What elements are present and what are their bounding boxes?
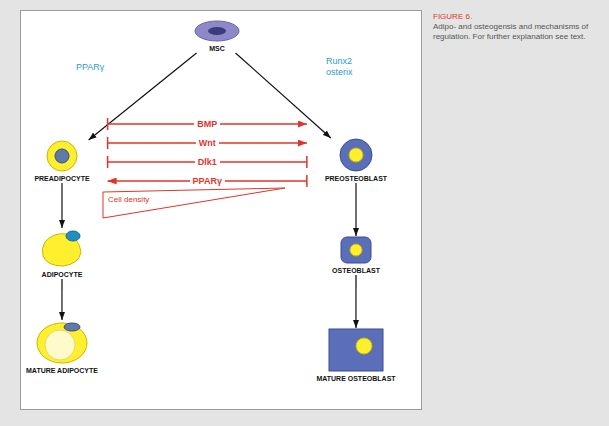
regulator-label: Wnt [196, 138, 219, 149]
osteoblast-cell: OSTEOBLAST [332, 236, 380, 275]
preosteoblast-cell: PREOSTEOBLAST [325, 138, 387, 183]
cell-density-wedge [103, 188, 285, 218]
cell-label: OSTEOBLAST [332, 266, 380, 275]
regulator-label: Dlk1 [195, 157, 220, 168]
inhibition-bar [306, 156, 308, 168]
inhibition-bar [107, 156, 109, 168]
preadipocyte-cell: PREADIPOCYTE [34, 140, 89, 183]
cell-label: MATURE OSTEOBLAST [316, 374, 395, 383]
transcription-factor-label: PPARγ [76, 62, 116, 73]
cell-shape [328, 328, 384, 372]
regulator-label: BMP [194, 119, 220, 130]
inhibition-bar [107, 118, 109, 130]
cell-label: PREOSTEOBLAST [325, 174, 387, 183]
differentiation-arrow [355, 275, 356, 328]
differentiation-arrow [355, 183, 356, 236]
cell-label: MATURE ADIPOCYTE [26, 366, 98, 375]
cell-shape [340, 236, 372, 264]
cell-shape [46, 140, 78, 172]
stem-cell: MSC [194, 20, 240, 53]
differentiation-arrow [61, 183, 62, 228]
inhibition-bars [108, 118, 307, 187]
regulator-label: PPARγ [190, 176, 225, 187]
figure-caption: Adipo- and osteogensis and mechanisms of… [433, 22, 601, 42]
cell-label: MSC [194, 44, 240, 53]
inhibition-bar [306, 175, 308, 187]
mature-osteoblast-cell: MATURE OSTEOBLAST [316, 328, 395, 383]
differentiation-arrow [235, 53, 330, 138]
cell-shape [39, 228, 85, 268]
differentiation-arrow [89, 53, 197, 140]
cell-shape [36, 320, 88, 364]
cell-label: ADIPOCYTE [39, 270, 85, 279]
cell-density-label: Cell density [108, 195, 149, 205]
cell-shape [194, 20, 240, 42]
caption-box: FIGURE 6.Adipo- and osteogensis and mech… [433, 12, 601, 42]
inhibition-bar [107, 137, 109, 149]
cell-label: PREADIPOCYTE [34, 174, 89, 183]
mature-adipocyte-cell: MATURE ADIPOCYTE [26, 320, 98, 375]
differentiation-arrow [61, 279, 62, 320]
adipocyte-cell: ADIPOCYTE [39, 228, 85, 279]
cell-shape [339, 138, 373, 172]
figure-title: FIGURE 6. [433, 12, 601, 22]
transcription-factor-label: Runx2 osterix [326, 56, 360, 78]
edge-group [62, 53, 356, 328]
